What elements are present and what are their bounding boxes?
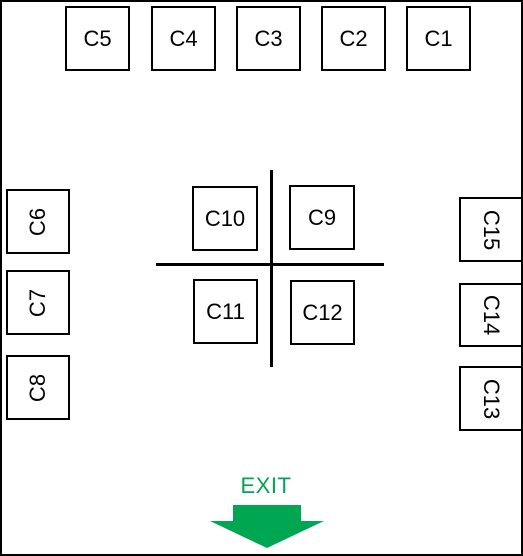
booth-c11: C11 bbox=[193, 279, 258, 344]
booth-c14: C14 bbox=[459, 283, 523, 347]
booth-c4-label: C4 bbox=[169, 25, 198, 51]
booth-c10-label: C10 bbox=[204, 205, 246, 231]
booth-c11-label: C11 bbox=[206, 298, 245, 324]
booth-c1-label: C1 bbox=[424, 25, 453, 51]
booth-c8-label: C8 bbox=[25, 373, 50, 402]
booth-c9-label: C9 bbox=[307, 204, 337, 230]
booth-c12: C12 bbox=[290, 280, 355, 345]
booth-c9: C9 bbox=[289, 185, 355, 250]
booth-c13: C13 bbox=[459, 366, 523, 431]
booth-c13-label: C13 bbox=[478, 378, 504, 419]
booth-c3-label: C3 bbox=[254, 25, 283, 51]
booth-c2: C2 bbox=[321, 6, 386, 71]
booth-c15-label: C15 bbox=[478, 209, 504, 250]
exit-arrow-shape bbox=[210, 505, 324, 548]
booth-c5: C5 bbox=[65, 6, 130, 71]
booth-c10: C10 bbox=[192, 186, 258, 251]
booth-c12-label: C12 bbox=[302, 299, 343, 325]
booth-c4: C4 bbox=[151, 6, 216, 71]
booth-c6-label: C6 bbox=[25, 207, 50, 236]
booth-c15: C15 bbox=[459, 197, 523, 262]
booth-c6: C6 bbox=[6, 189, 70, 254]
booth-c7: C7 bbox=[6, 270, 70, 335]
booth-c1: C1 bbox=[406, 6, 471, 71]
booth-c8: C8 bbox=[6, 355, 70, 420]
exit-label: EXIT bbox=[240, 473, 292, 498]
booth-c3: C3 bbox=[236, 6, 301, 71]
arrow-down-icon bbox=[210, 505, 324, 548]
center-divider-vertical bbox=[270, 170, 273, 367]
booth-c2-label: C2 bbox=[339, 25, 368, 51]
booth-c7-label: C7 bbox=[25, 288, 50, 317]
booth-c14-label: C14 bbox=[478, 294, 504, 336]
booth-c5-label: C5 bbox=[83, 25, 112, 51]
